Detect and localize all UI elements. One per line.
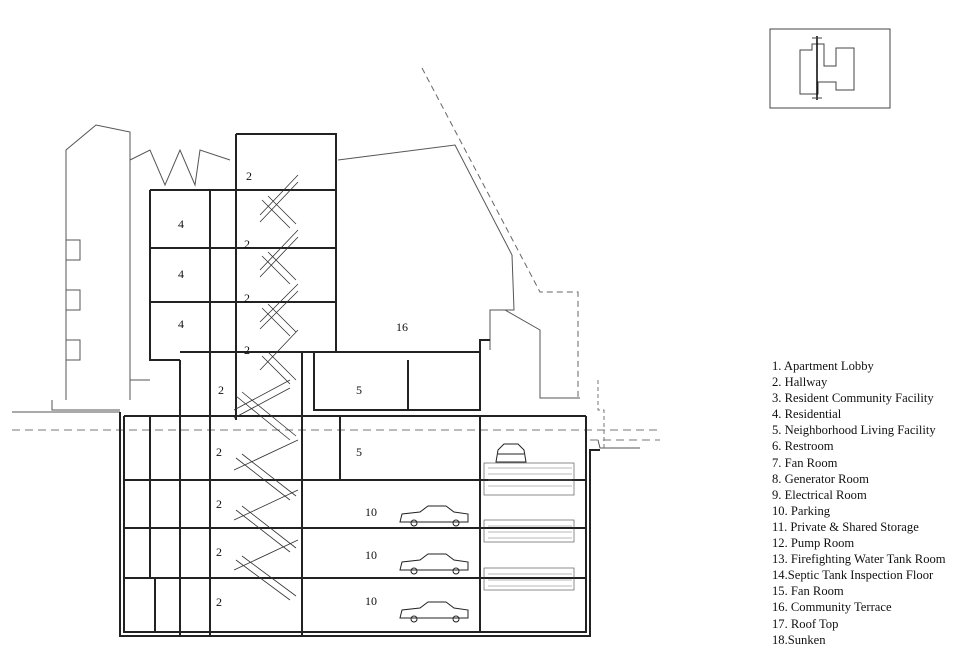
- storage-hatch: [483, 462, 575, 591]
- room-label-hallway: 2: [246, 169, 252, 183]
- legend-item: 4. Residential: [772, 407, 842, 422]
- legend-item: 3. Resident Community Facility: [772, 391, 934, 406]
- room-legend: 1. Apartment Lobby 2. Hallway 3. Residen…: [772, 358, 946, 648]
- legend-item: 1. Apartment Lobby: [772, 359, 874, 373]
- legend-item: 6. Restroom: [772, 439, 834, 454]
- legend-item: 11. Private & Shared Storage: [772, 519, 919, 534]
- legend-item: 7. Fan Room: [772, 455, 838, 470]
- legend-item: 15. Fan Room: [772, 584, 844, 599]
- room-label-residential: 4: [178, 217, 184, 231]
- legend-item: 9. Electrical Room: [772, 487, 867, 502]
- section-walls: [119, 133, 600, 637]
- car-icon: [399, 553, 469, 575]
- car-icon: [399, 601, 469, 623]
- legend-item: 12. Pump Room: [772, 536, 855, 551]
- legend-item: 17. Roof Top: [772, 616, 839, 631]
- room-label-residential: 4: [178, 267, 184, 281]
- stair-flights: [233, 174, 299, 601]
- legend-item: 10. Parking: [772, 503, 831, 518]
- legend-item: 5. Neighborhood Living Facility: [772, 423, 936, 438]
- room-label-hallway: 2: [218, 383, 224, 397]
- room-label-neighborhood-living: 5: [356, 383, 362, 397]
- room-label-parking: 10: [365, 548, 377, 562]
- room-label-hallway: 2: [244, 237, 250, 251]
- room-label-parking: 10: [365, 505, 377, 519]
- key-plan: [769, 28, 891, 109]
- car-icon: [399, 505, 469, 527]
- legend-item: 14.Septic Tank Inspection Floor: [772, 568, 934, 583]
- legend-item: 2. Hallway: [772, 375, 828, 390]
- legend-item: 18.Sunken: [772, 632, 826, 647]
- car-front-icon: [495, 443, 527, 463]
- room-label-hallway: 2: [216, 497, 222, 511]
- room-label-hallway: 2: [244, 343, 250, 357]
- room-label-hallway: 2: [216, 595, 222, 609]
- room-label-hallway: 2: [244, 291, 250, 305]
- legend-item: 8. Generator Room: [772, 471, 869, 486]
- room-label-hallway: 2: [216, 545, 222, 559]
- room-label-community-terrace: 16: [396, 320, 408, 334]
- legend-item: 13. Firefighting Water Tank Room: [772, 552, 946, 567]
- room-label-parking: 10: [365, 594, 377, 608]
- room-label-residential: 4: [178, 317, 184, 331]
- legend-item: 16. Community Terrace: [772, 600, 892, 615]
- neighbor-building: [51, 124, 231, 411]
- room-label-neighborhood-living: 5: [356, 445, 362, 459]
- room-label-hallway: 2: [216, 445, 222, 459]
